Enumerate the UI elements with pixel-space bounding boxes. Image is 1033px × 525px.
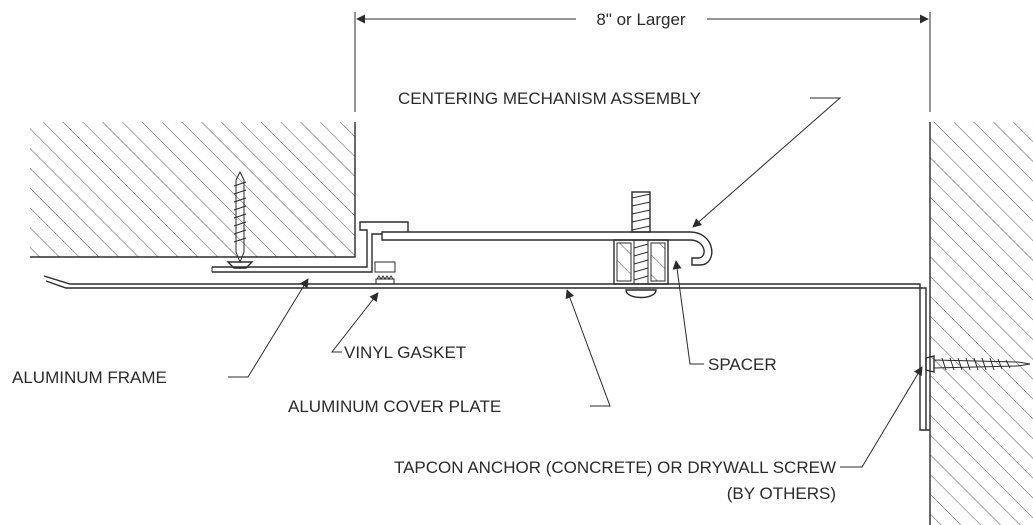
leader-lines	[228, 97, 923, 468]
anchor-screw	[925, 355, 1031, 373]
label-aluminum-frame: ALUMINUM FRAME	[12, 368, 167, 387]
dimension-label: 8" or Larger	[596, 10, 686, 29]
label-anchor-line2: (BY OTHERS)	[727, 484, 836, 503]
label-centering-mechanism: CENTERING MECHANISM ASSEMBLY	[398, 89, 701, 108]
vinyl-gasket	[375, 275, 395, 285]
dimension-line	[354, 12, 931, 112]
right-wall	[929, 122, 1033, 525]
bolt-assembly	[613, 191, 669, 299]
label-vinyl-gasket: VINYL GASKET	[344, 343, 466, 362]
label-spacer: SPACER	[708, 355, 777, 374]
label-cover-plate: ALUMINUM COVER PLATE	[288, 397, 501, 416]
label-anchor-line1: TAPCON ANCHOR (CONCRETE) OR DRYWALL SCRE…	[394, 458, 836, 477]
left-wall	[30, 122, 356, 258]
aluminum-frame	[211, 221, 409, 273]
centering-arm	[381, 231, 713, 266]
frame-screw	[226, 170, 254, 269]
